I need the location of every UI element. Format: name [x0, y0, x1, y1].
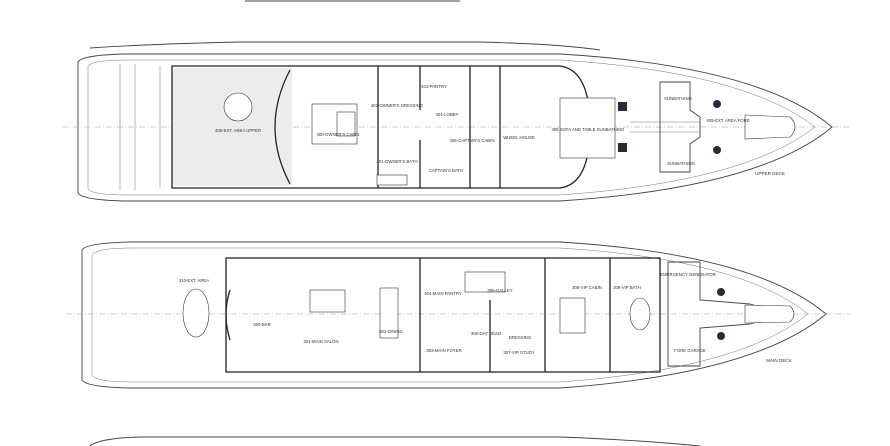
room-label: WHEEL HOUSE [503, 135, 535, 140]
partial-deck-bottom [89, 436, 701, 446]
upper-hull-outline [77, 53, 833, 202]
room-label: 301-MAIN SALON [303, 339, 338, 344]
room-label: 302-DINING [379, 329, 403, 334]
main-deck-plan: 310-EXT. AREA 300-BAR 301-MAIN SALON 302… [66, 241, 850, 389]
room-label: 305-GALLEY [487, 288, 512, 293]
partial-deck-top [89, 0, 601, 51]
room-label: 307-VIP STUDY [503, 350, 534, 355]
room-label: DRESSING [509, 335, 532, 340]
room-label: 309-VIP BATH [613, 285, 641, 290]
room-label: 310-EXT. AREA [179, 278, 209, 283]
room-label: 403-PANTRY [421, 84, 447, 89]
room-label: CAPTAIN'S BATH [429, 168, 463, 173]
room-label: SUNBATHING [664, 96, 693, 101]
room-label: 303-MAIN FOYER [426, 348, 461, 353]
room-label: 409-EXT. AREA FORE [706, 118, 749, 123]
room-label: 400-OWNER'S CABIN [316, 132, 359, 137]
room-label: 300-BAR [253, 322, 270, 327]
deck-title: UPPER DECK [755, 171, 786, 176]
room-label: 406-EXT. AREA UPPER [215, 128, 261, 133]
room-label: 308-VIP CABIN [572, 285, 602, 290]
room-label: 405-CAPTAIN'S CABIN [450, 138, 495, 143]
room-label: 404-LOBBY [436, 112, 459, 117]
room-label: 408 SOFA AND TABLE SUNBATHING [551, 127, 625, 132]
room-label: FORE GARAGE [674, 348, 706, 353]
upper-deck-plan: 406-EXT. AREA UPPER 400-OWNER'S CABIN 40… [62, 53, 850, 202]
room-label: 304-MAIN PANTRY [424, 291, 462, 296]
deck-title: MAIN DECK [766, 358, 792, 363]
room-label: EMERGENCY GENERATOR [660, 272, 716, 277]
room-label: 401-OWNER'S BATH [376, 159, 417, 164]
room-label: 402-OWNER'S DRESSING [371, 103, 424, 108]
room-label: SUNBATHING [667, 161, 696, 166]
room-label: 306-DAY HEAD [471, 331, 501, 336]
